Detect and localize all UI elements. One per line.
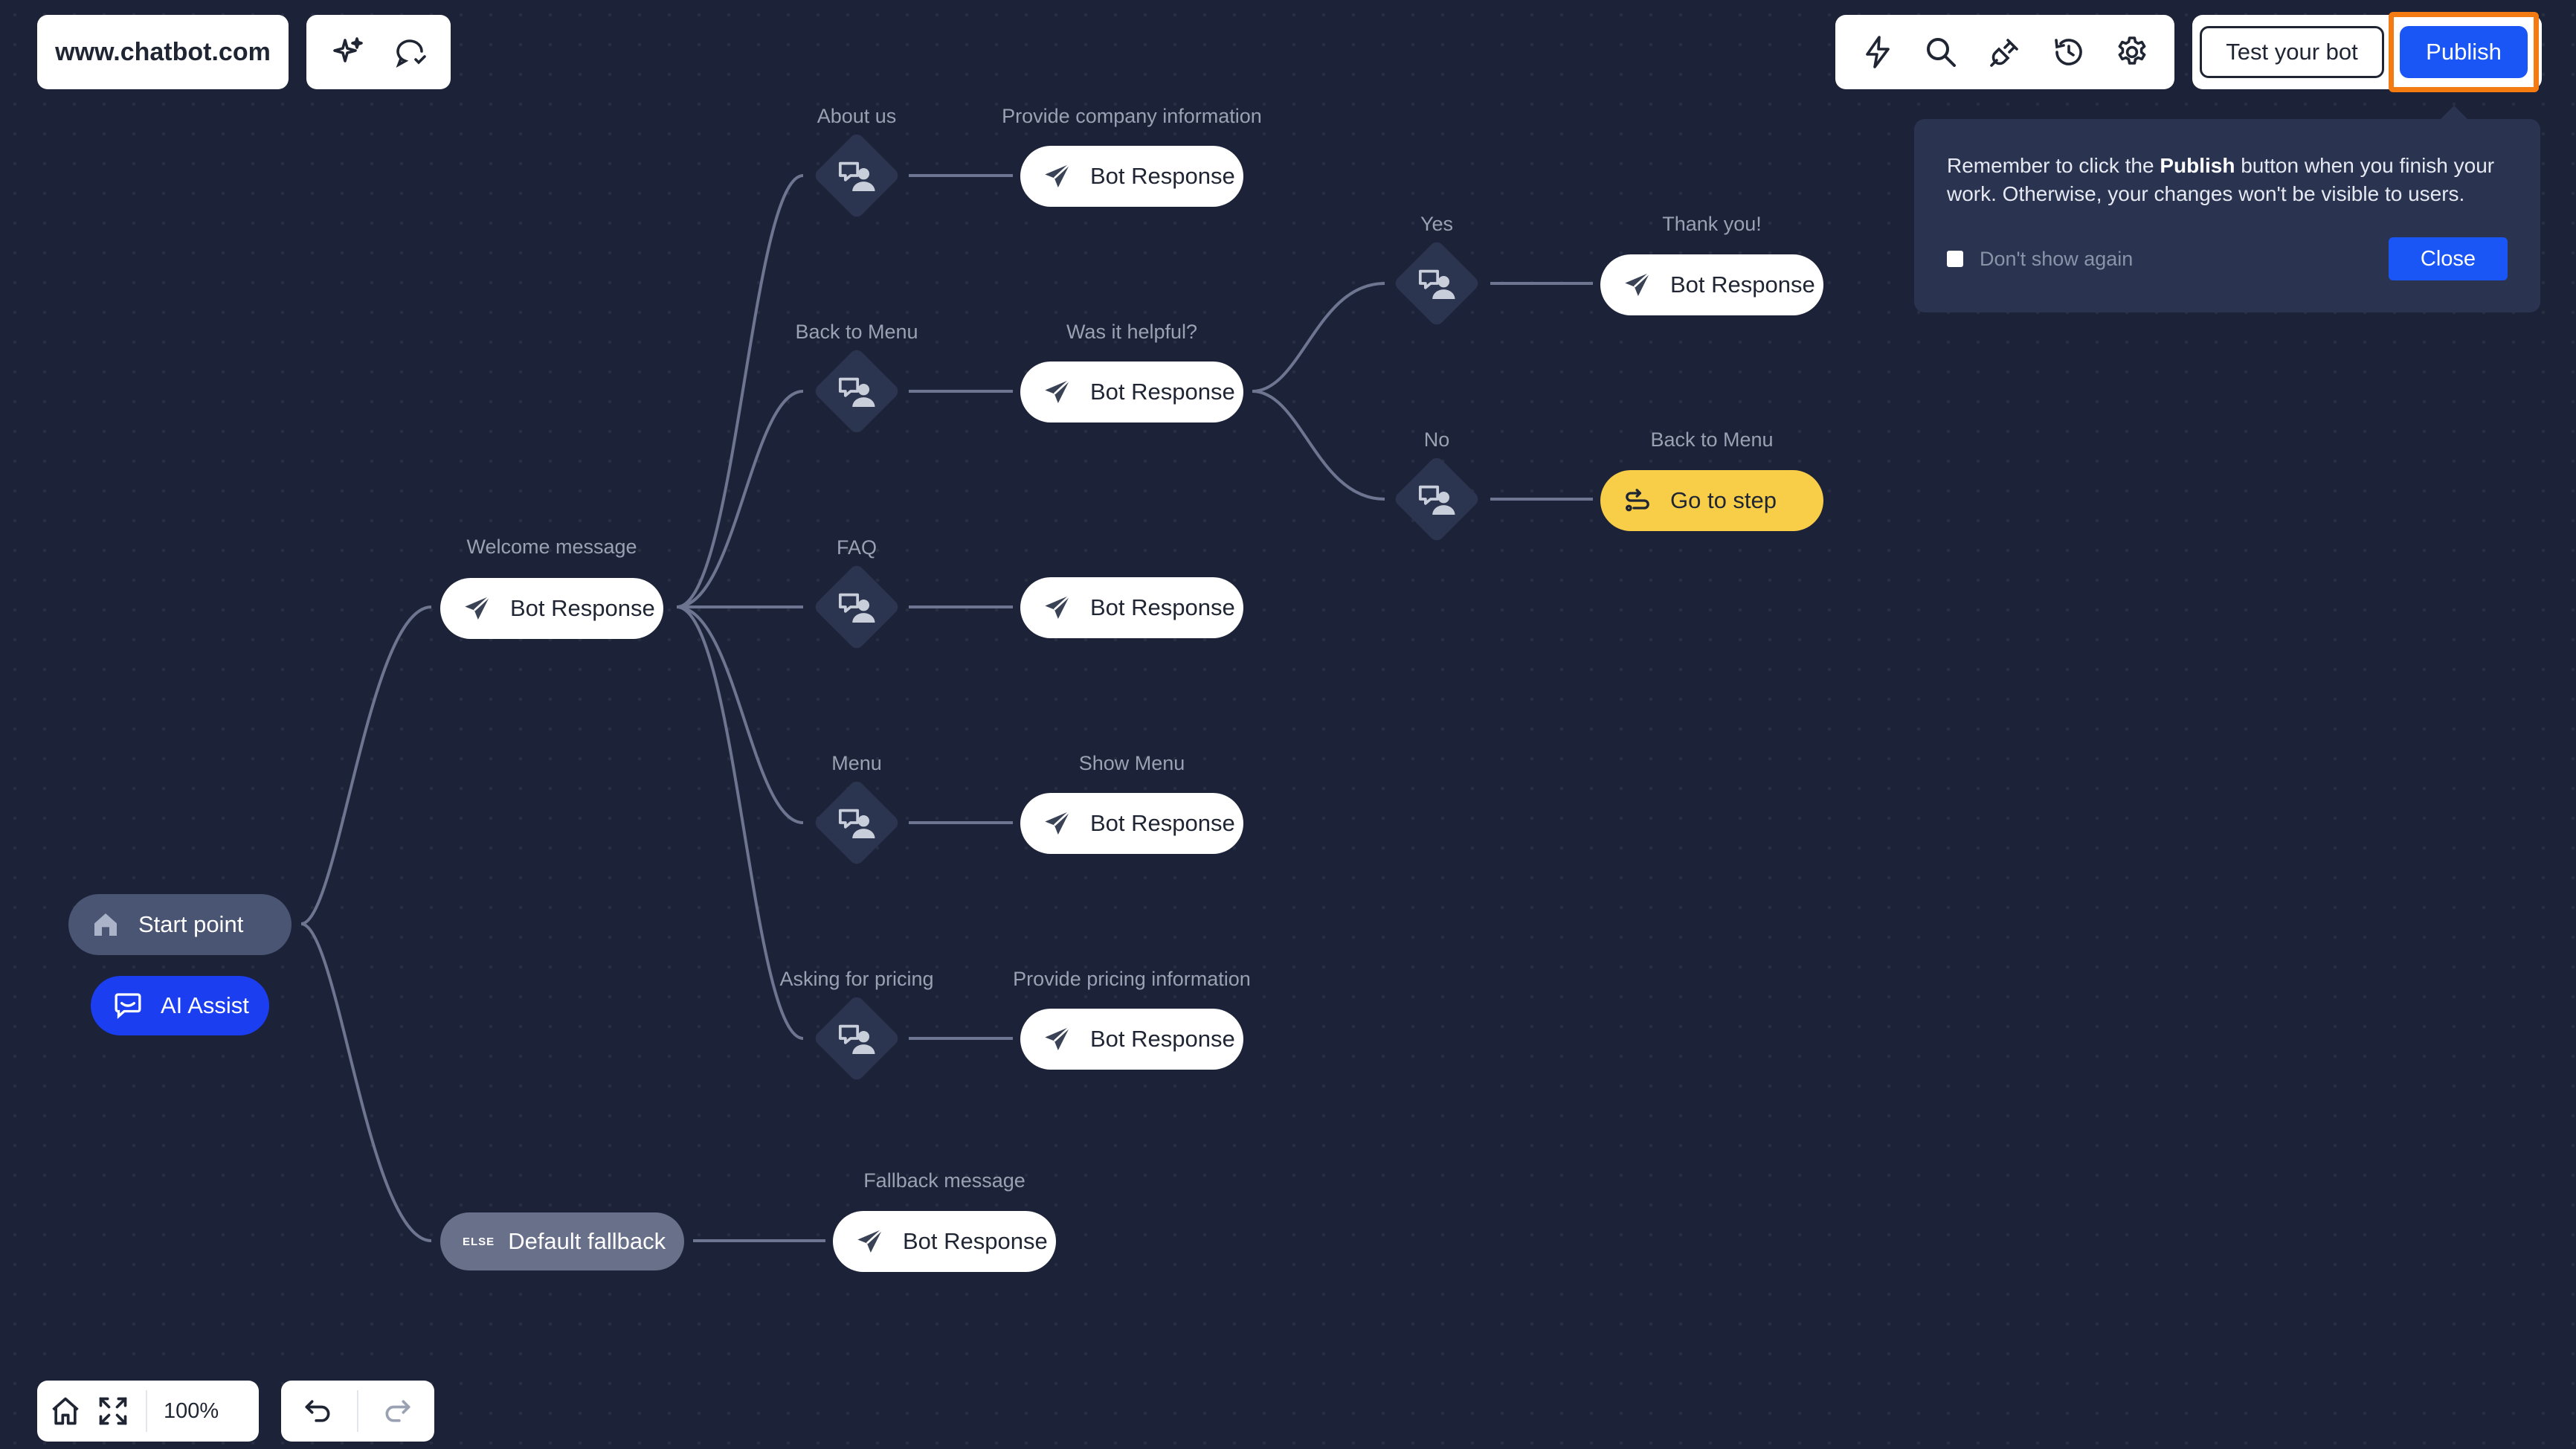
undo-icon[interactable] — [301, 1395, 334, 1427]
label-thank-you: Thank you! — [1662, 213, 1762, 235]
bot-response-node[interactable]: Bot Response — [440, 578, 663, 639]
bot-response-node[interactable]: Bot Response — [1020, 1009, 1243, 1070]
tooltip-text: Remember to click the Publish button whe… — [1947, 154, 2495, 205]
label-faq: FAQ — [836, 536, 877, 559]
history-controls — [281, 1381, 434, 1442]
paper-plane-icon — [465, 595, 491, 620]
bot-response-node[interactable]: Bot Response — [1020, 793, 1243, 854]
bot-response-node[interactable]: Bot Response — [1600, 254, 1823, 315]
checkbox-label: Don't show again — [1980, 247, 2134, 270]
label-about-us: About us — [817, 105, 897, 127]
test-bot-button[interactable]: Test your bot — [2200, 26, 2384, 78]
home-icon[interactable] — [49, 1395, 82, 1427]
label-provide-pricing-information: Provide pricing information — [1013, 968, 1251, 990]
bot-response-label: Bot Response — [1090, 163, 1235, 189]
paper-plane-icon — [1045, 379, 1071, 403]
paper-plane-icon — [857, 1228, 883, 1253]
ai-assist-label: AI Assist — [161, 992, 249, 1018]
bot-response-node[interactable]: Bot Response — [1020, 577, 1243, 638]
ai-chat-icon — [115, 993, 141, 1019]
bot-response-label: Bot Response — [510, 595, 655, 621]
right-toolbar — [1835, 15, 2174, 89]
history-icon[interactable] — [2051, 34, 2087, 70]
ai-sparkle-icon[interactable] — [330, 34, 366, 70]
label-asking-for-pricing: Asking for pricing — [779, 968, 934, 990]
publish-button[interactable]: Publish — [2400, 26, 2528, 78]
label-was-it-helpful: Was it helpful? — [1066, 321, 1198, 343]
bot-response-label: Bot Response — [1090, 379, 1235, 405]
label-provide-company-information: Provide company information — [1002, 105, 1262, 127]
start-point-label: Start point — [138, 911, 244, 937]
label-back-to-menu: Back to Menu — [795, 321, 918, 343]
label-back-to-menu-step: Back to Menu — [1650, 428, 1774, 451]
chat-preview-icon[interactable] — [392, 34, 428, 70]
bot-response-label: Bot Response — [1090, 594, 1235, 620]
go-to-step-icon — [1626, 489, 1649, 512]
default-fallback-label: Default fallback — [508, 1228, 666, 1254]
plug-icon[interactable] — [1987, 34, 2023, 70]
else-tag: ELSE — [463, 1235, 495, 1248]
label-welcome-message: Welcome message — [466, 536, 637, 558]
user-chat-icon — [1418, 269, 1455, 299]
user-chat-icon — [838, 593, 875, 623]
close-button[interactable]: Close — [2389, 237, 2508, 280]
paper-plane-icon — [1625, 272, 1651, 296]
go-to-step-label: Go to step — [1670, 487, 1777, 513]
paper-plane-icon — [1045, 810, 1071, 835]
domain-label[interactable]: www.chatbot.com — [37, 15, 289, 89]
label-menu: Menu — [831, 752, 882, 774]
label-no: No — [1423, 428, 1450, 451]
label-show-menu: Show Menu — [1078, 752, 1185, 774]
bot-response-node[interactable]: Bot Response — [1020, 146, 1243, 207]
dont-show-again-checkbox[interactable]: Don't show again — [1947, 248, 2133, 271]
paper-plane-icon — [1045, 1026, 1071, 1050]
go-to-step-node[interactable]: Go to step — [1600, 470, 1823, 531]
bot-response-node[interactable]: Bot Response — [1020, 362, 1243, 423]
paper-plane-icon — [1045, 594, 1071, 619]
checkbox-box[interactable] — [1947, 251, 1963, 267]
divider — [356, 1390, 358, 1432]
bot-response-label: Bot Response — [1090, 1026, 1235, 1052]
start-point-node[interactable]: Start point — [68, 894, 292, 955]
redo-icon[interactable] — [381, 1395, 414, 1427]
user-chat-icon — [838, 161, 875, 191]
gear-icon[interactable] — [2114, 34, 2150, 70]
bot-response-label: Bot Response — [903, 1228, 1048, 1254]
left-toolbar — [306, 15, 451, 89]
ai-assist-node[interactable]: AI Assist — [91, 976, 269, 1035]
fit-screen-icon[interactable] — [97, 1395, 129, 1427]
user-chat-icon — [838, 1024, 875, 1054]
bot-response-node[interactable]: Bot Response — [833, 1211, 1056, 1272]
paper-plane-icon — [1045, 163, 1071, 187]
label-yes: Yes — [1420, 213, 1454, 235]
search-icon[interactable] — [1923, 34, 1959, 70]
divider — [146, 1390, 147, 1432]
lightning-icon[interactable] — [1860, 34, 1896, 70]
home-icon — [94, 913, 117, 936]
publish-highlight: Publish — [2389, 12, 2539, 92]
default-fallback-node[interactable]: ELSE Default fallback — [440, 1212, 684, 1270]
zoom-level[interactable]: 100% — [164, 1398, 219, 1423]
bot-response-label: Bot Response — [1670, 272, 1815, 298]
zoom-controls: 100% — [37, 1381, 259, 1442]
user-chat-icon — [838, 809, 875, 838]
user-chat-icon — [1418, 485, 1455, 515]
bot-response-label: Bot Response — [1090, 810, 1235, 836]
user-chat-icon — [838, 377, 875, 407]
label-fallback-message: Fallback message — [863, 1169, 1025, 1192]
publish-reminder-tooltip: Remember to click the Publish button whe… — [1914, 106, 2540, 312]
